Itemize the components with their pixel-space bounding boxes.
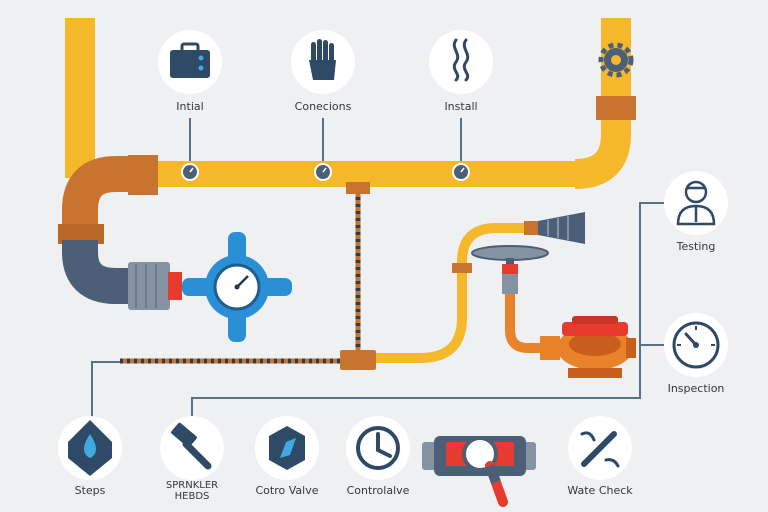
stage-label-install: Install: [444, 100, 478, 113]
header-dial-markers: [181, 163, 470, 181]
yellow-pipe-system: [65, 18, 631, 363]
toolbox-icon: [170, 42, 210, 78]
stage-label-controlalve: Controlalve: [346, 484, 410, 497]
orange-elbow-fitting: [58, 96, 636, 244]
stage-label-control-valve: Cotro Valve: [255, 484, 319, 497]
bottom-stage-icons: [58, 416, 632, 507]
stage-label-connections: Conecions: [294, 100, 352, 113]
glove-icon: [309, 39, 336, 80]
gauge-icon: [672, 321, 720, 369]
connector-lines: [91, 118, 664, 420]
magnifier-valve-icon: [422, 436, 536, 507]
blue-gauge-valve: [182, 232, 292, 342]
stage-label-inspection: Inspection: [667, 382, 725, 395]
gear-icon: [598, 42, 634, 78]
hatched-pipes: [120, 182, 376, 370]
stage-label-testing: Testing: [676, 240, 716, 253]
stage-label-water-check: Wate Check: [567, 484, 633, 497]
stage-label-steps: Steps: [74, 484, 106, 497]
top-stage-icons: [158, 30, 493, 94]
stage-label-initial: Intial: [176, 100, 204, 113]
clock-icon: [356, 426, 400, 470]
hammer-icon: [171, 422, 212, 470]
stage-label-sprinkler-heads: SPRNKLER HEBDS: [165, 480, 219, 502]
water-pump: [471, 245, 636, 378]
sprinkler-nozzle: [452, 212, 585, 273]
compass-icon: [269, 426, 305, 470]
wrench-icon: [580, 431, 620, 468]
water-drop-icon: [68, 420, 112, 476]
steam-icon: [452, 38, 470, 82]
navy-pipe: [62, 240, 182, 310]
side-stage-icons: [664, 171, 728, 377]
inspector-icon: [676, 180, 716, 226]
